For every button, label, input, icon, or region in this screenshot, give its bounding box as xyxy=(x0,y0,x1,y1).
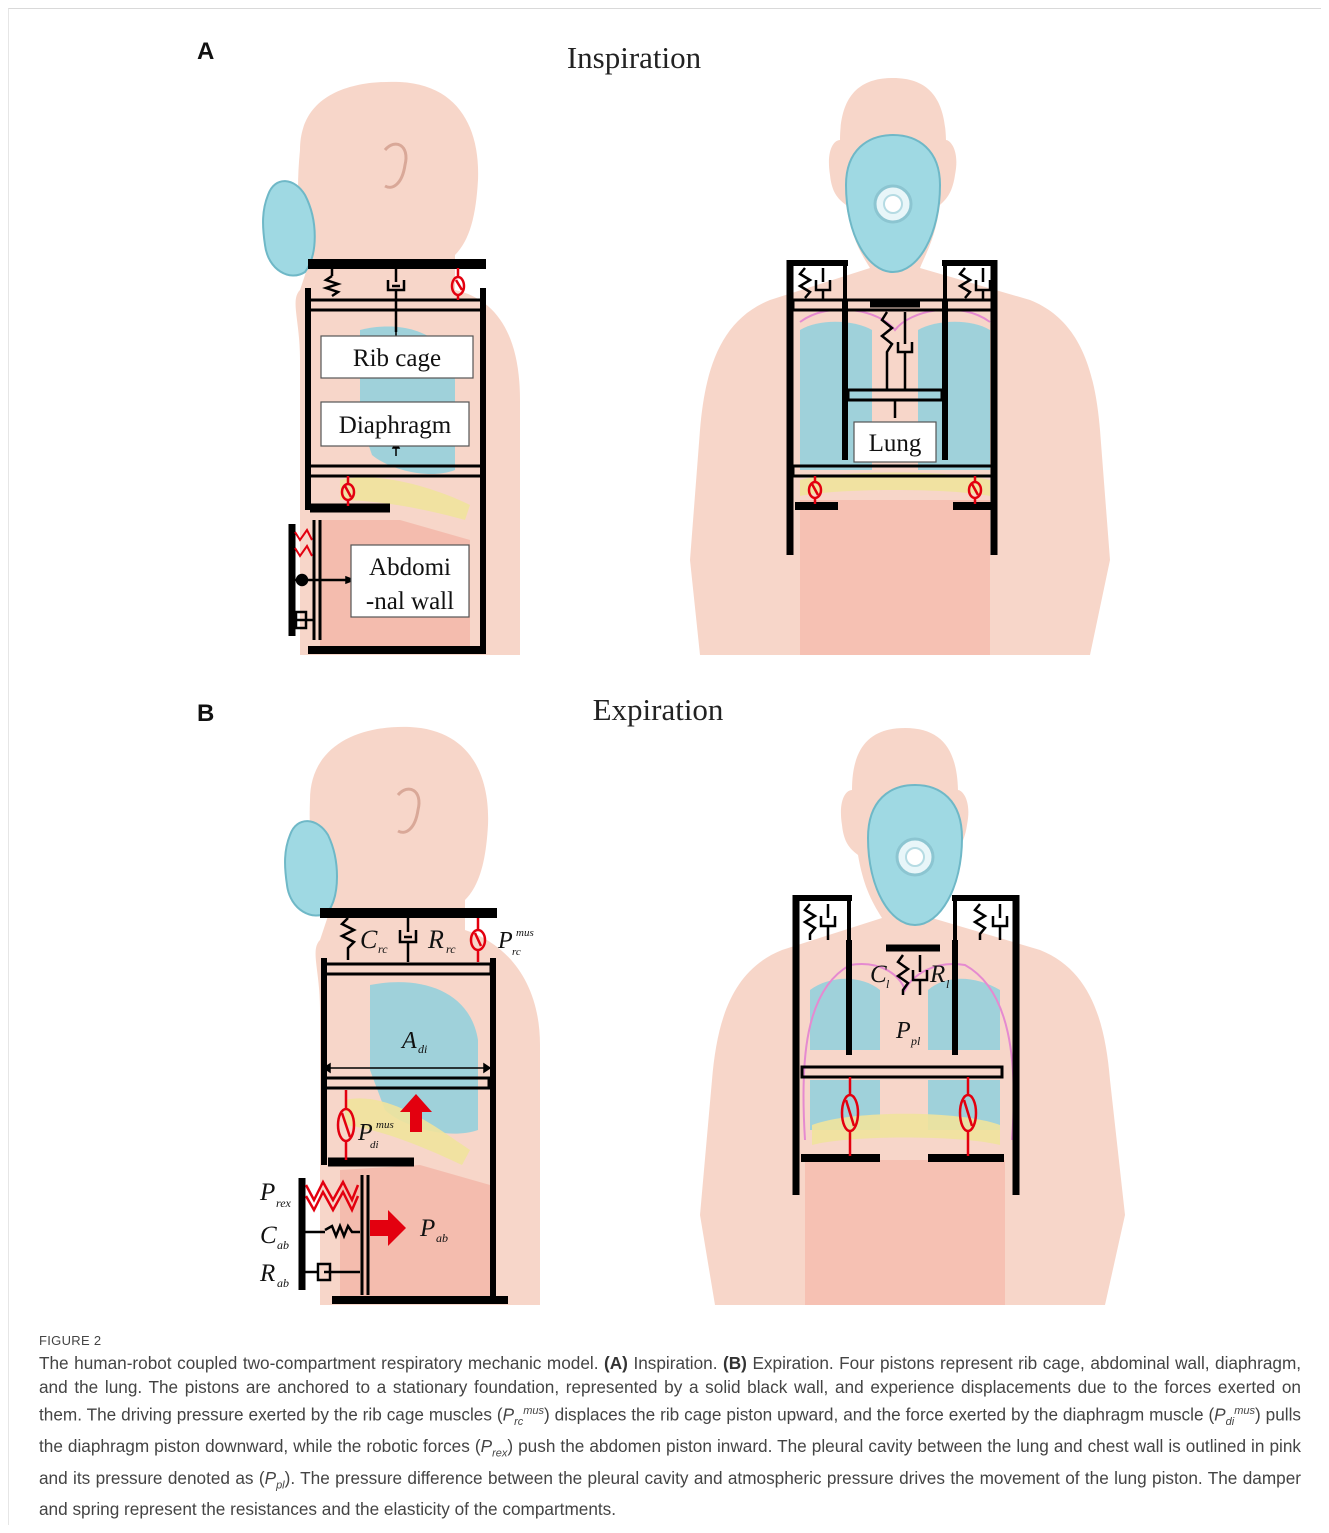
caption-p-di-symbol: P xyxy=(1214,1405,1225,1425)
p-di-mus-superscript: mus xyxy=(376,1119,394,1131)
panel-a-title: Inspiration xyxy=(567,40,701,76)
c-rc-subscript: rc xyxy=(378,942,388,956)
caption-sentence-1: The human-robot coupled two-compartment … xyxy=(39,1353,599,1373)
p-pl-subscript: pl xyxy=(910,1034,921,1048)
c-ab-subscript: ab xyxy=(277,1238,289,1252)
p-pl-symbol: P xyxy=(895,1018,911,1044)
c-rc-symbol: C xyxy=(360,925,378,954)
diaphragm-label: Diaphragm xyxy=(339,412,452,439)
caption-a-tag: (A) xyxy=(604,1353,628,1373)
r-rc-subscript: rc xyxy=(446,942,456,956)
c-l-symbol: C xyxy=(870,961,887,988)
panel-a-letter: A xyxy=(197,38,214,66)
front-abdomen-b xyxy=(805,1160,1005,1305)
caption-p-di-sup: mus xyxy=(1234,1405,1255,1417)
abdominal-wall-label-1: Abdomi xyxy=(369,554,451,581)
side-mask-b xyxy=(285,821,337,915)
figure-caption: FIGURE 2 The human-robot coupled two-com… xyxy=(39,1333,1301,1521)
c-ab-symbol: C xyxy=(260,1222,277,1249)
caption-p-rc-symbol: P xyxy=(503,1405,514,1425)
p-rc-mus-symbol: P xyxy=(497,928,513,954)
caption-p-pl-symbol: P xyxy=(265,1468,276,1488)
front-abdomen xyxy=(800,500,990,655)
panel-a-side-view: Rib cage Diaphragm Abdomi -nal wall xyxy=(230,75,560,660)
lung-label: Lung xyxy=(869,430,922,457)
rib-cage-label: Rib cage xyxy=(353,345,441,372)
caption-text: The human-robot coupled two-compartment … xyxy=(39,1351,1301,1521)
abdominal-wall-label-2: -nal wall xyxy=(366,588,454,615)
panel-b-side-view: C rc R rc P mus rc A di P mus di P rex C… xyxy=(250,720,570,1310)
p-rc-mus-superscript: mus xyxy=(516,927,534,939)
caption-p-rc-sup: mus xyxy=(523,1405,544,1417)
figure-number: FIGURE 2 xyxy=(39,1333,1301,1348)
caption-p-pl-sub: pl xyxy=(276,1479,285,1491)
p-rc-mus-subscript: rc xyxy=(512,946,521,958)
caption-b-tag: (B) xyxy=(723,1353,747,1373)
panel-a-front-view: Lung xyxy=(665,75,1143,660)
caption-p-rex-symbol: P xyxy=(481,1436,492,1456)
r-ab-symbol: R xyxy=(259,1260,275,1287)
caption-p-di-sub: di xyxy=(1226,1416,1235,1428)
caption-a-text: Inspiration. xyxy=(633,1353,717,1373)
a-di-subscript: di xyxy=(418,1042,427,1056)
p-ab-symbol: P xyxy=(419,1215,435,1242)
r-l-symbol: R xyxy=(929,961,945,988)
caption-p-rex-sub: rex xyxy=(492,1448,507,1460)
r-ab-subscript: ab xyxy=(277,1276,289,1290)
caption-p-rc-sub: rc xyxy=(514,1416,523,1428)
caption-text-2: ) displaces the rib cage piston upward, … xyxy=(544,1405,1214,1425)
p-rex-symbol: P xyxy=(259,1179,275,1206)
p-di-mus-subscript: di xyxy=(370,1139,379,1151)
r-rc-symbol: R xyxy=(427,925,444,954)
panel-b-letter: B xyxy=(197,700,214,728)
panel-b-front-view: C l R l P pl xyxy=(670,720,1140,1310)
a-di-symbol: A xyxy=(400,1028,417,1054)
p-ab-subscript: ab xyxy=(436,1231,448,1245)
p-rex-subscript: rex xyxy=(276,1196,292,1210)
